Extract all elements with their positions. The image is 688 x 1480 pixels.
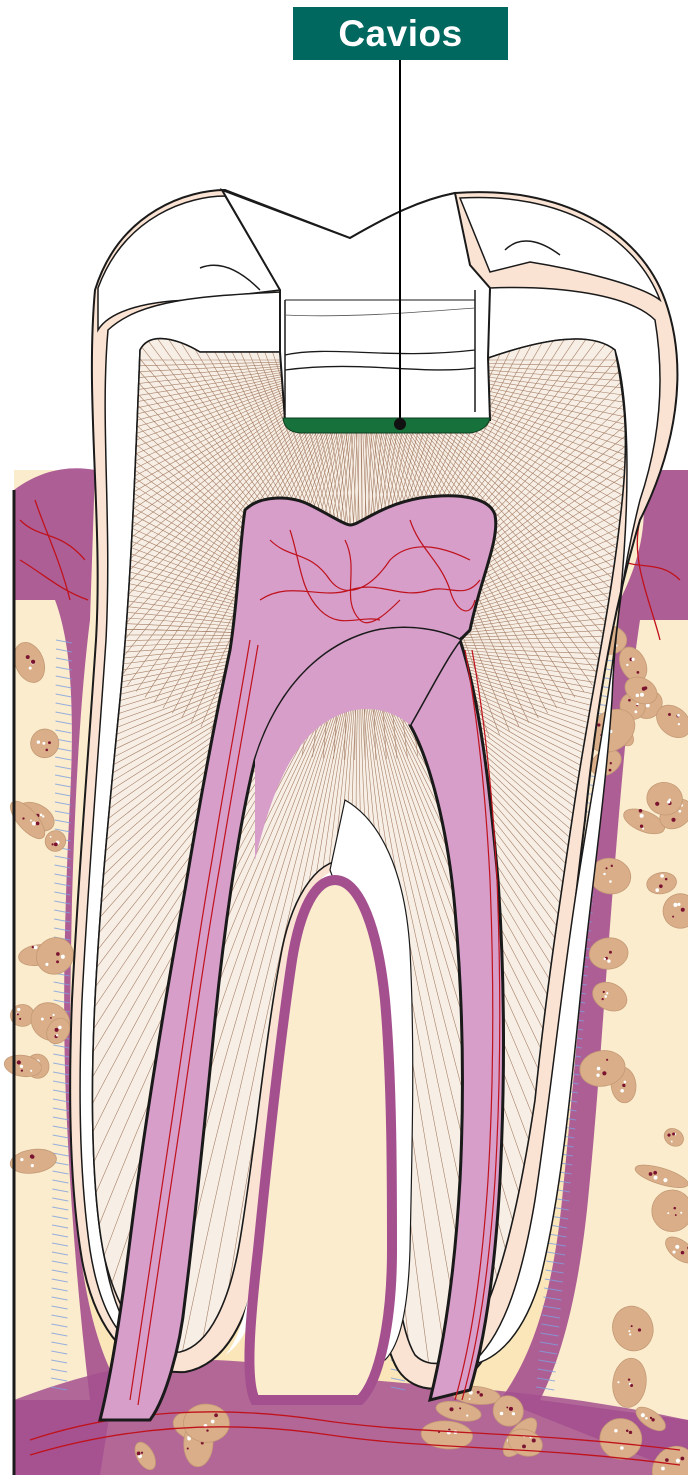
pointer-dot (394, 418, 406, 430)
cavios-label: Cavios (293, 7, 508, 60)
cavios-liner (283, 418, 490, 433)
cavios-label-text: Cavios (338, 13, 462, 55)
